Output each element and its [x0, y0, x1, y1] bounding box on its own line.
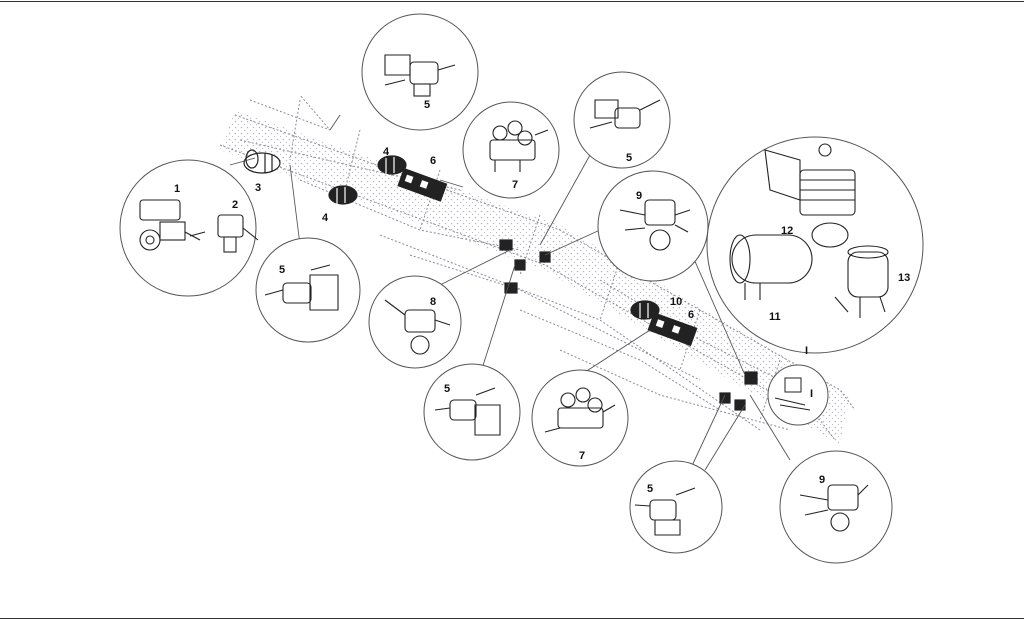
- frame-label: 4: [383, 146, 390, 158]
- callout-label: 5: [647, 483, 653, 495]
- air-tank-icon-6a: [397, 167, 448, 202]
- air-tank-icon-6b: [647, 312, 698, 347]
- callout-circle-c3: 7: [462, 101, 560, 199]
- callout-label: 5: [444, 383, 450, 395]
- callout-label: 12: [781, 225, 793, 237]
- callout-circle-c2: 5: [361, 13, 479, 131]
- callout-label: 7: [512, 179, 518, 191]
- callout-label: 5: [424, 99, 430, 111]
- bottom-border: [0, 618, 1024, 619]
- callout-label: 8: [430, 296, 436, 308]
- brake-chamber-icon-3: [243, 149, 281, 174]
- frame-label: 6: [430, 155, 436, 167]
- frame-label: 10: [670, 296, 682, 308]
- callout-circle-c4: 5: [573, 71, 671, 169]
- section-label: I: [810, 388, 813, 400]
- callout-circle-c6: 12 11 13 I: [706, 136, 924, 357]
- callout-circle-c12: 9: [779, 450, 893, 564]
- callout-label: 2: [232, 199, 238, 211]
- callout-label: 7: [579, 450, 585, 462]
- frame-parts: [243, 149, 758, 411]
- callout-circle-c8: 8: [368, 275, 462, 369]
- callout-circle-c9: 5: [423, 363, 521, 461]
- section-label: I: [805, 345, 808, 357]
- callout-label: 1: [174, 183, 180, 195]
- callout-circle-c1: 1 2: [119, 159, 259, 297]
- callout-label: 5: [279, 264, 285, 276]
- brake-chamber-icon-4b: [328, 185, 358, 205]
- frame-label: 6: [688, 309, 694, 321]
- frame-label: 3: [255, 182, 261, 194]
- frame-label-group: 3 4 4 6 10 6: [255, 146, 694, 321]
- callout-label: 9: [636, 190, 642, 202]
- brake-chamber-icon-10: [630, 300, 660, 320]
- callout-label: 13: [898, 272, 910, 284]
- callout-circle-c11: 5: [629, 460, 723, 554]
- callout-circle-c10: 7: [531, 369, 629, 467]
- callout-label: 5: [626, 152, 632, 164]
- callout-label: 9: [819, 474, 825, 486]
- frame-label: 4: [322, 212, 329, 224]
- callout-circle-c7: 5: [255, 237, 361, 343]
- top-border: [0, 1, 1024, 2]
- chassis-shading: [220, 110, 850, 445]
- callout-circle-c5: 9: [597, 170, 709, 282]
- rear-valve-cluster-icon: [719, 371, 758, 411]
- brake-chamber-icon-4a: [377, 155, 407, 175]
- detail-circle-I: I: [767, 364, 829, 426]
- valve-cluster-icon: [499, 239, 551, 294]
- callout-label: 11: [769, 311, 781, 323]
